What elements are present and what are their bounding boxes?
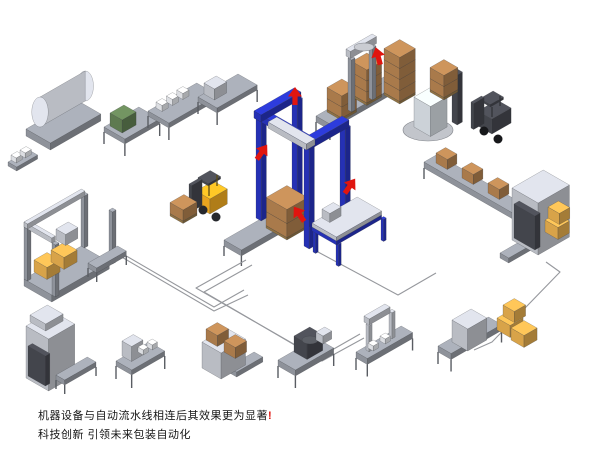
conveyor-portal-machine [355, 303, 414, 377]
caption-line-1-text: 机器设备与自动流水线相连后其效果更为显著 [38, 410, 268, 422]
shrink-wrapper [277, 326, 335, 388]
hooding-machine [345, 33, 377, 113]
outfeed-roller-conveyor [423, 147, 529, 231]
flow-arrows [254, 47, 385, 223]
cartoning-machine [25, 304, 97, 394]
gantry-palletizer [223, 87, 351, 266]
case-sealer [499, 169, 571, 264]
forklift-yellow [169, 170, 228, 224]
caption: 机器设备与自动流水线相连后其效果更为显著! 科技创新 引领未来包装自动化 [38, 407, 272, 445]
rotary-drum-machine [7, 70, 102, 172]
end-of-line-machine [437, 298, 538, 372]
caption-exclamation: ! [268, 410, 273, 422]
infeed-conveyor-line [103, 73, 258, 156]
conveyor-path-lines [115, 249, 561, 362]
case-packer [201, 322, 264, 380]
wrapping-table [311, 196, 387, 267]
labeling-machine [115, 334, 166, 388]
forklift-dark [470, 90, 512, 144]
caption-line-1: 机器设备与自动流水线相连后其效果更为显著! [38, 407, 272, 426]
tray-former [23, 188, 127, 303]
stretch-wrapper [383, 39, 463, 142]
caption-line-2: 科技创新 引领未来包装自动化 [38, 429, 192, 441]
